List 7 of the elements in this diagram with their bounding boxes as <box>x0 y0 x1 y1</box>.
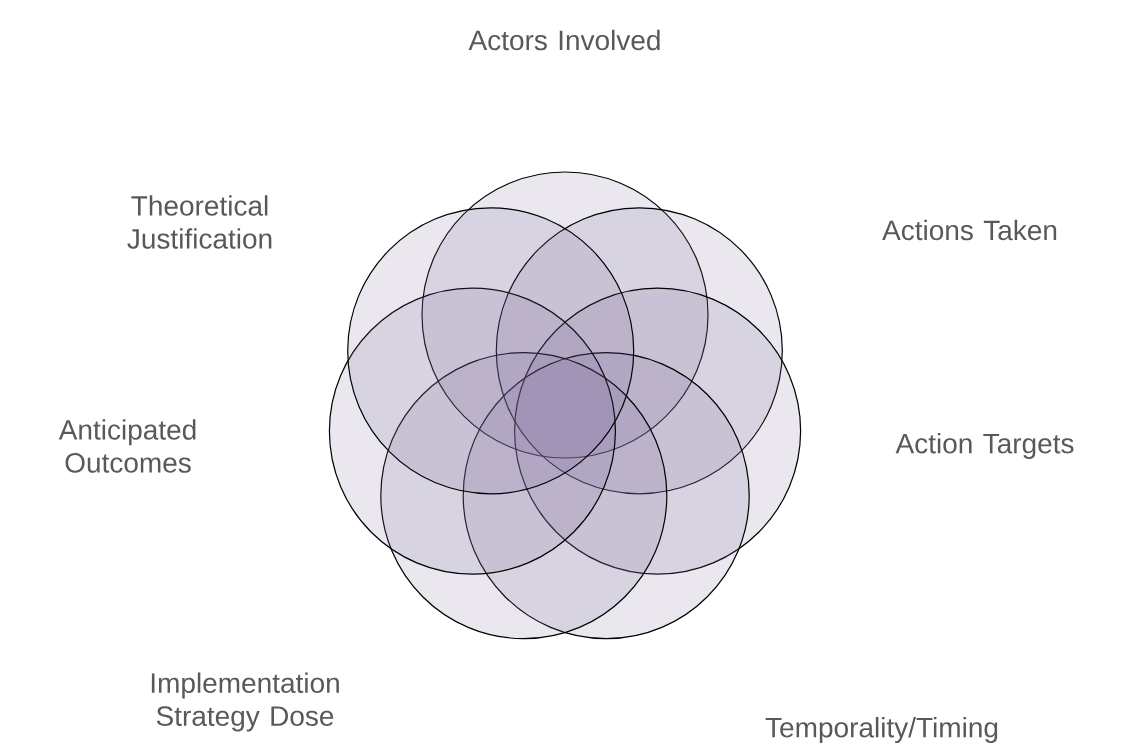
label: Temporality/Timing <box>765 716 998 744</box>
label: Action Targets <box>895 432 1074 460</box>
label: Anticipated Outcomes <box>58 419 196 473</box>
label: Implementation Strategy Dose <box>151 672 339 732</box>
label: Actors Involved <box>468 29 660 51</box>
label: Actions Taken <box>882 219 1057 241</box>
label: Theoretical Justification <box>127 195 272 249</box>
